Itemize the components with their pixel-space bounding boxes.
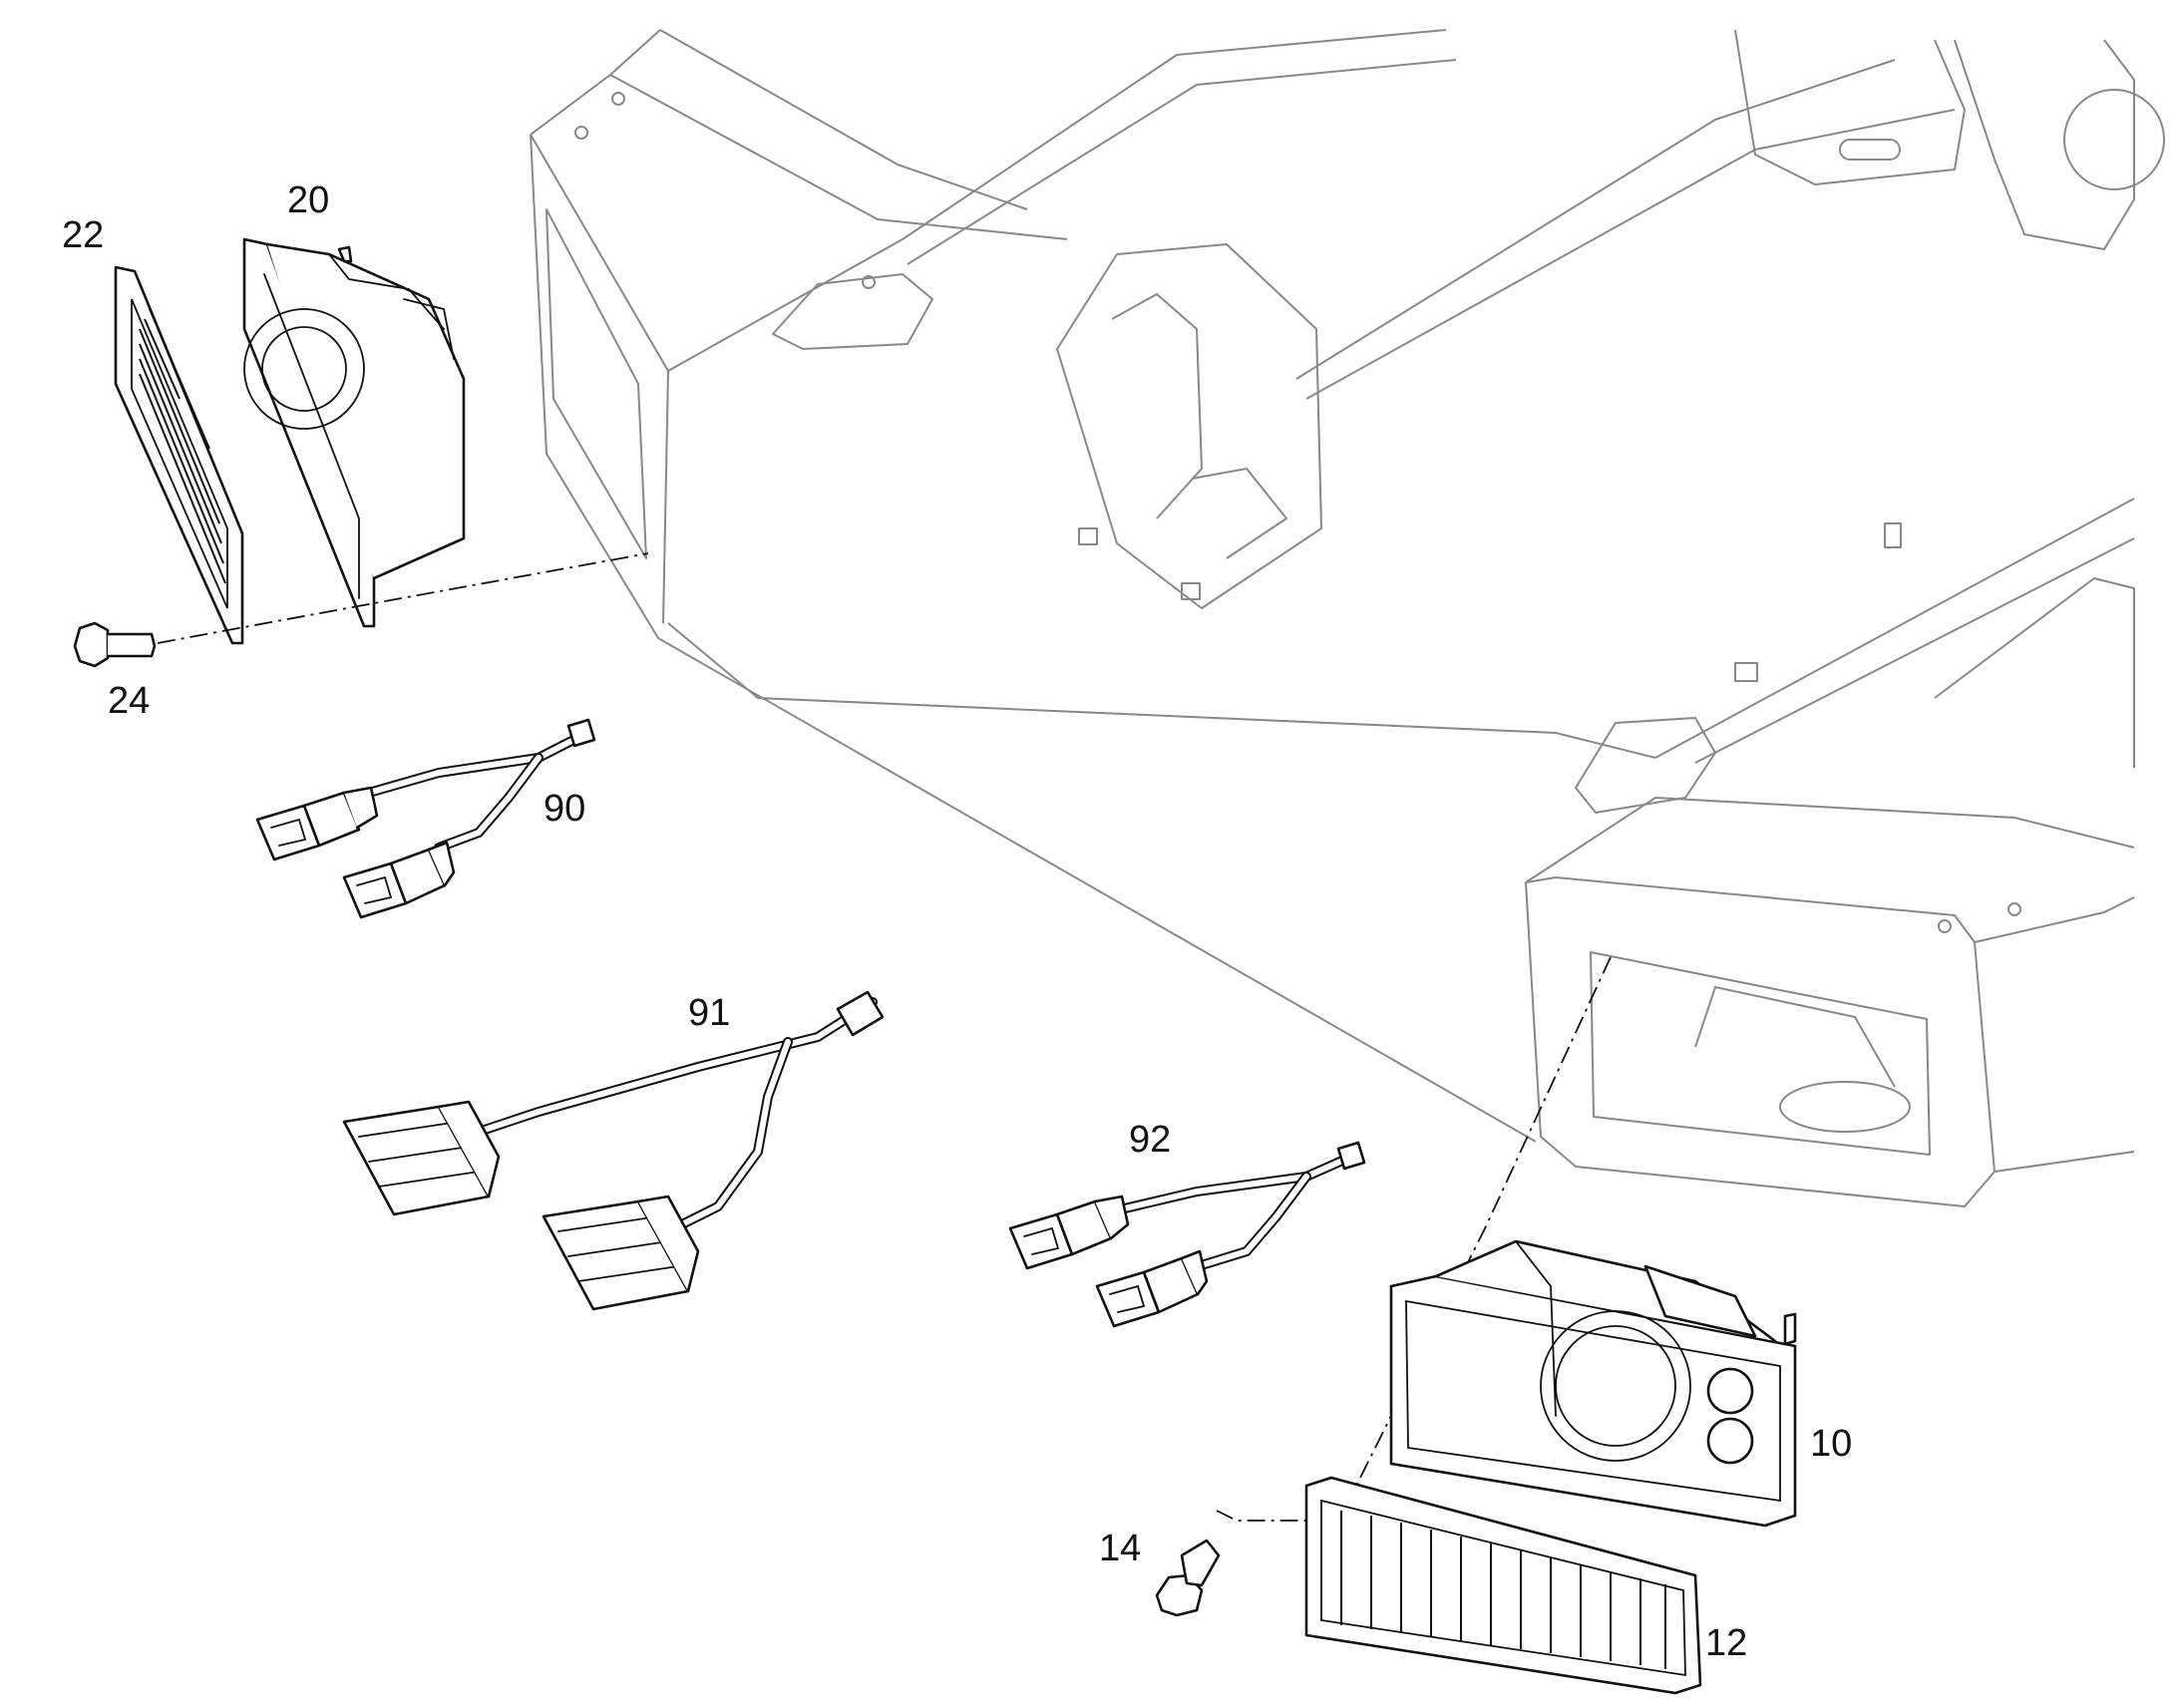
harness-part-91: [342, 990, 885, 1311]
label-part-92: 92: [1129, 1119, 1171, 1161]
label-part-10: 10: [1810, 1423, 1852, 1465]
assembly-line-right: [1330, 956, 1612, 1537]
speaker-housing-part-20: [242, 237, 466, 628]
label-part-20: 20: [287, 179, 329, 221]
label-part-14: 14: [1099, 1528, 1141, 1569]
harness-part-90: [255, 718, 596, 919]
speaker-housing-part-10: [1389, 1239, 1797, 1528]
label-part-90: 90: [544, 788, 585, 830]
label-part-91: 91: [688, 992, 730, 1034]
harness-part-92: [1008, 1141, 1366, 1328]
assembly-line-left: [157, 552, 649, 644]
label-part-24: 24: [108, 680, 150, 722]
grille-part-12: [1304, 1476, 1702, 1695]
bolt-part-24: [73, 621, 157, 668]
assembly-line-bolt: [1216, 1510, 1331, 1522]
label-part-12: 12: [1705, 1622, 1747, 1664]
bolt-part-14: [1155, 1538, 1221, 1617]
grille-part-22: [114, 265, 244, 645]
label-part-22: 22: [62, 214, 104, 256]
machine-frame: [530, 29, 2165, 1207]
